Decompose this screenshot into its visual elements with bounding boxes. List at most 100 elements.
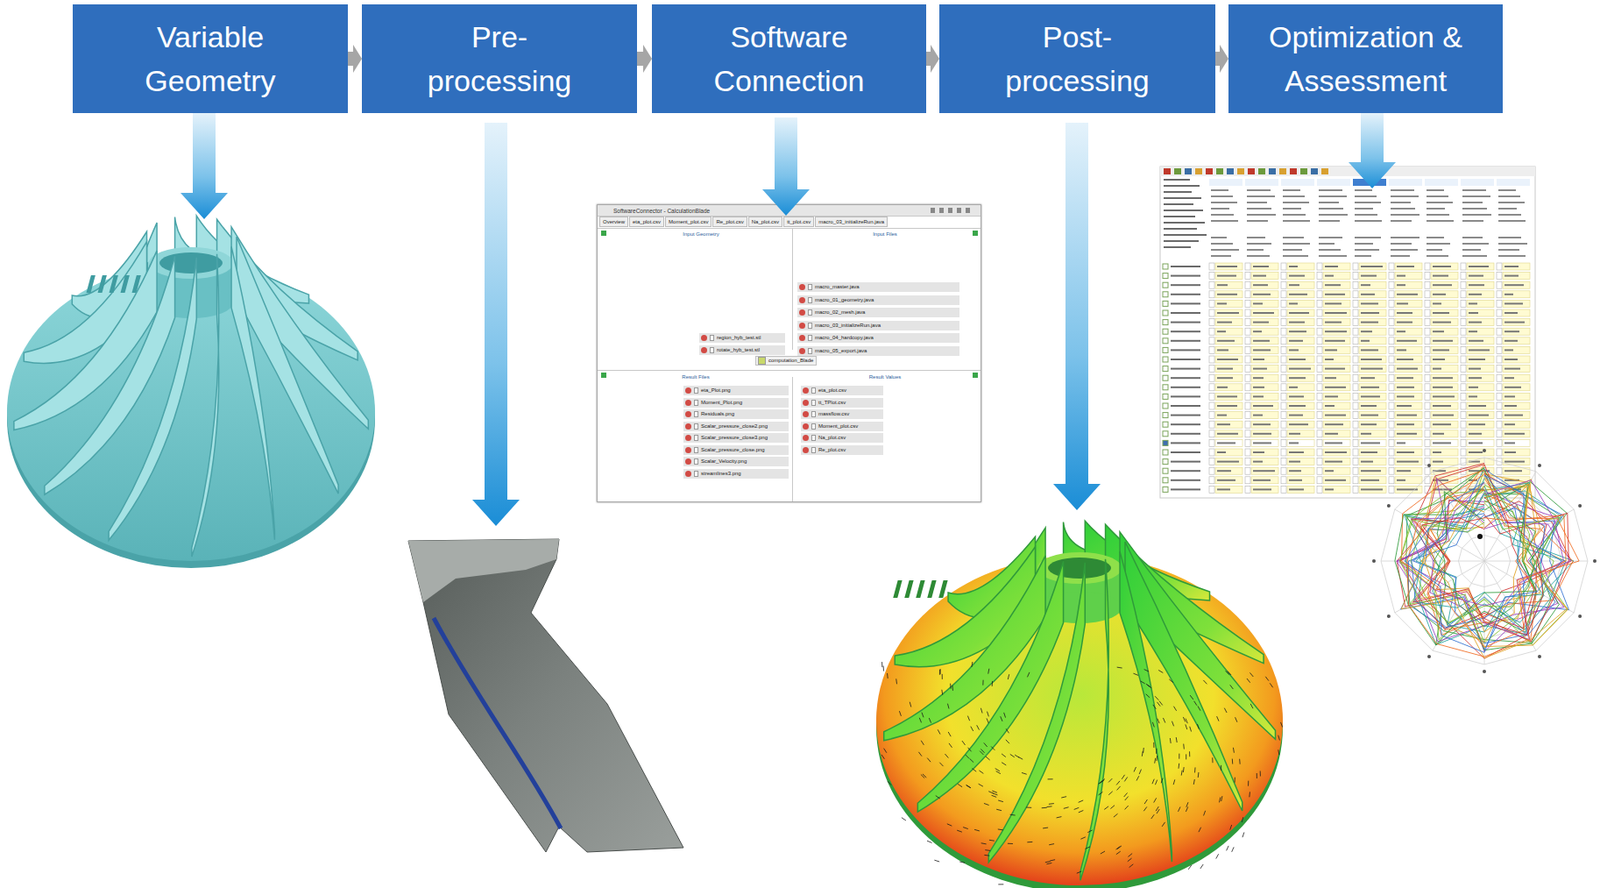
toolbar-icon	[1195, 168, 1203, 175]
velocity-vector	[1007, 842, 1013, 844]
cell	[1251, 383, 1279, 391]
cell	[1215, 290, 1243, 298]
calc-icon	[757, 356, 766, 365]
cell	[1251, 318, 1279, 326]
cell-value	[1426, 248, 1443, 251]
file-item: macro_05_export.java	[797, 346, 960, 356]
cell	[1394, 430, 1423, 438]
cell-check	[1460, 337, 1466, 345]
cell-check	[1460, 355, 1466, 363]
cell	[1251, 346, 1279, 354]
cell-value	[1462, 242, 1489, 245]
cell-check	[1316, 448, 1323, 456]
velocity-vector	[1256, 772, 1258, 779]
cell-value	[1360, 376, 1375, 379]
tab-bar: Overvieweta_plot.csvMoment_plot.csvRe_pl…	[599, 216, 888, 227]
cell	[1287, 438, 1315, 447]
flow-arrow	[1215, 44, 1229, 73]
cell-value	[1217, 386, 1228, 389]
cell-value	[1432, 275, 1449, 277]
cell-value	[1396, 376, 1414, 379]
cell	[1430, 309, 1459, 317]
velocity-vector	[1048, 802, 1055, 805]
cell	[1466, 402, 1494, 410]
cell-value	[1318, 242, 1335, 245]
file-name: Scalar_Velocity.png	[700, 456, 747, 467]
cell-check	[1245, 485, 1251, 493]
cell	[1323, 383, 1351, 391]
cell-check	[1209, 448, 1215, 456]
toolbar-icon	[1247, 168, 1255, 175]
cell-check	[1245, 420, 1251, 428]
velocity-vector	[1247, 780, 1249, 786]
cell	[1394, 420, 1423, 428]
velocity-vector	[1116, 846, 1121, 850]
cell-check	[1209, 365, 1215, 373]
cell-check	[1316, 281, 1323, 289]
cell-check	[1496, 327, 1502, 335]
row-checkbox	[1162, 291, 1169, 298]
cell-value	[1253, 293, 1271, 296]
cell-value	[1210, 236, 1227, 239]
remove-icon	[802, 410, 809, 418]
cell-check	[1281, 365, 1287, 373]
cell-value	[1468, 441, 1483, 444]
cell	[1287, 411, 1315, 419]
velocity-vector	[1125, 805, 1129, 809]
velocity-vector	[1104, 806, 1109, 810]
cell-check	[1424, 438, 1431, 447]
cell-value	[1324, 441, 1343, 444]
cell-check	[1281, 411, 1287, 419]
row-name	[1170, 423, 1201, 425]
cell-value	[1432, 441, 1452, 444]
velocity-vector	[1216, 853, 1219, 858]
velocity-vector	[1217, 715, 1219, 722]
velocity-vector	[1139, 680, 1145, 684]
cell-value	[1360, 321, 1379, 324]
velocity-vector	[1186, 801, 1189, 808]
file-item: Re_plot.csv	[800, 445, 884, 455]
cell-check	[1316, 420, 1323, 428]
hub-slot	[927, 580, 936, 598]
software-screenshot: Overvieweta_plot.csvMoment_plot.csvRe_pl…	[596, 204, 982, 503]
cell-value	[1324, 265, 1339, 268]
row-header	[1163, 191, 1192, 193]
cell	[1466, 290, 1494, 298]
cell	[1215, 467, 1243, 475]
cell-check	[1209, 337, 1215, 345]
row-checkbox	[1162, 431, 1169, 437]
column-header	[1245, 178, 1279, 186]
velocity-vector	[991, 794, 998, 797]
cell-value	[1324, 311, 1347, 314]
velocity-vector	[1127, 853, 1133, 857]
radar-tick	[1537, 654, 1542, 659]
velocity-vector	[995, 768, 1000, 772]
cell	[1466, 299, 1494, 307]
cell	[1394, 392, 1423, 400]
cell-value	[1282, 254, 1309, 257]
velocity-vector	[1189, 726, 1192, 732]
velocity-vector	[941, 689, 943, 695]
velocity-vector	[959, 861, 965, 863]
file-item: tt_TPlot.csv	[800, 397, 884, 408]
cell	[1323, 346, 1351, 354]
row-name	[1170, 479, 1201, 482]
cell-check	[1352, 383, 1359, 391]
velocity-vector	[988, 668, 990, 674]
cell-check	[1460, 438, 1466, 447]
velocity-vector	[989, 839, 995, 842]
cell-value	[1210, 219, 1239, 222]
cell	[1502, 309, 1530, 317]
file-icon	[709, 334, 715, 341]
cell-check	[1388, 383, 1395, 391]
row-name	[1170, 293, 1201, 296]
cell-value	[1288, 460, 1301, 463]
divider	[597, 369, 981, 371]
file-item: Scalar_Velocity.png	[683, 456, 789, 467]
cell-check	[1496, 272, 1502, 280]
cell	[1323, 355, 1351, 363]
cell-check	[1352, 402, 1359, 410]
cell-value	[1360, 283, 1371, 286]
cell	[1215, 411, 1243, 419]
velocity-vector	[1133, 766, 1136, 772]
